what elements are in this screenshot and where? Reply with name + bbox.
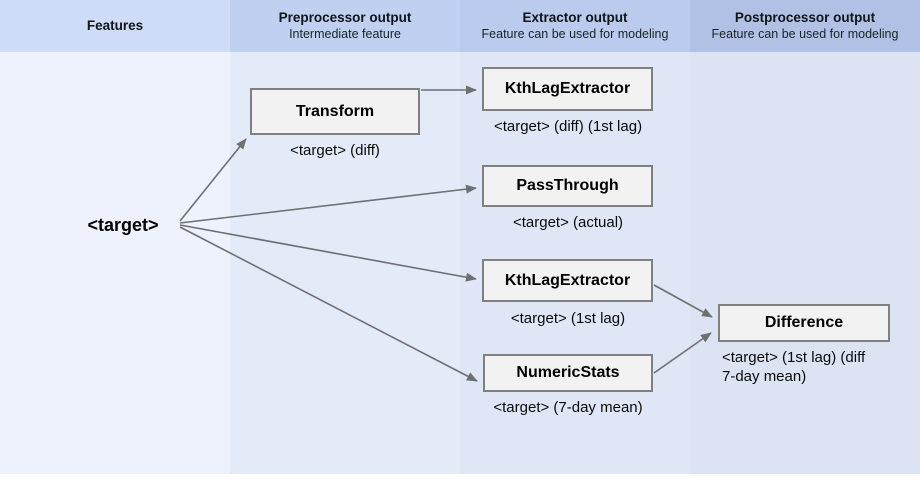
caption-kthlagextractor-2: <target> (1st lag) xyxy=(510,310,626,327)
caption-passthrough: <target> (actual) xyxy=(512,214,624,231)
node-title: PassThrough xyxy=(516,177,619,194)
caption-difference-line1: <target> (1st lag) (diff xyxy=(722,349,866,366)
node-title: KthLagExtractor xyxy=(504,271,631,289)
node-title: KthLagExtractor xyxy=(504,80,631,97)
caption-transform: <target> (diff) xyxy=(290,142,380,159)
column-title: Preprocessor output xyxy=(278,10,412,25)
column-header-extractor: Extractor output Feature can be used for… xyxy=(460,0,690,52)
node-numericstats: NumericStats xyxy=(483,354,653,392)
column-bg-postprocessor xyxy=(690,52,920,474)
column-bg-features xyxy=(0,52,230,474)
source-target-label: <target> xyxy=(87,215,159,235)
node-title: Transform xyxy=(295,102,375,120)
node-title: Difference xyxy=(764,314,844,331)
column-header-postprocessor: Postprocessor output Feature can be used… xyxy=(690,0,920,52)
column-title: Features xyxy=(86,18,144,33)
caption-difference-line2: 7-day mean) xyxy=(722,368,807,385)
node-kthlagextractor-2: KthLagExtractor xyxy=(482,259,653,302)
caption-kthlagextractor-1: <target> (diff) (1st lag) xyxy=(493,118,643,135)
node-transform: Transform xyxy=(250,88,420,135)
node-title: NumericStats xyxy=(516,364,620,381)
column-subtitle: Intermediate feature xyxy=(289,27,401,41)
column-title: Postprocessor output xyxy=(734,10,876,25)
node-passthrough: PassThrough xyxy=(482,165,653,207)
column-title: Extractor output xyxy=(522,10,628,25)
caption-numericstats: <target> (7-day mean) xyxy=(493,399,643,416)
column-subtitle: Feature can be used for modeling xyxy=(711,27,899,41)
column-header-preprocessor: Preprocessor output Intermediate feature xyxy=(230,0,460,52)
column-header-features: Features xyxy=(0,0,230,52)
column-subtitle: Feature can be used for modeling xyxy=(481,27,669,41)
node-kthlagextractor-1: KthLagExtractor xyxy=(482,67,653,111)
caption-difference: <target> (1st lag) (diff 7-day mean) xyxy=(722,348,907,386)
node-difference: Difference xyxy=(718,304,890,342)
